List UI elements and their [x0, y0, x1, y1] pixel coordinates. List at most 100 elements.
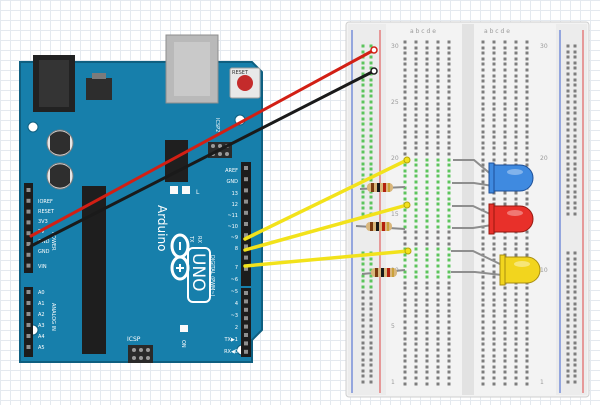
breadboard-hole [566, 285, 570, 289]
breadboard-hole [573, 122, 577, 126]
breadboard-hole [425, 208, 429, 212]
breadboard-hole [369, 290, 373, 294]
breadboard-hole [369, 78, 373, 82]
breadboard-hole [525, 130, 529, 134]
breadboard-hole [425, 40, 429, 44]
breadboard-hole [403, 135, 407, 139]
led-indicator [170, 186, 178, 194]
breadboard-hole [492, 62, 496, 66]
breadboard-hole [525, 90, 529, 94]
breadboard-hole [436, 314, 440, 318]
breadboard-hole [425, 286, 429, 290]
breadboard-hole [361, 195, 365, 199]
breadboard-hole [525, 62, 529, 66]
breadboard-hole [481, 354, 485, 358]
breadboard-hole [573, 111, 577, 115]
breadboard-hole [447, 46, 451, 50]
breadboard-hole [436, 365, 440, 369]
header-pin [244, 333, 248, 337]
pin-label-3v3: 3V3 [38, 219, 48, 225]
breadboard-hole [414, 102, 418, 106]
reset-button[interactable] [237, 75, 253, 91]
breadboard-hole [414, 124, 418, 128]
breadboard-hole [525, 326, 529, 330]
breadboard-hole [436, 270, 440, 274]
breadboard-hole [525, 197, 529, 201]
breadboard-hole [436, 102, 440, 106]
breadboard-hole [566, 44, 570, 48]
breadboard-hole [425, 191, 429, 195]
breadboard-hole [481, 326, 485, 330]
breadboard-hole [481, 163, 485, 167]
breadboard-hole [369, 374, 373, 378]
breadboard-hole [573, 156, 577, 160]
breadboard-hole [481, 320, 485, 324]
breadboard-hole [369, 150, 373, 154]
breadboard-hole [447, 208, 451, 212]
breadboard-hole [492, 247, 496, 251]
breadboard-hole [361, 61, 365, 65]
breadboard-hole [369, 156, 373, 160]
breadboard-hole [503, 354, 507, 358]
breadboard-hole [503, 191, 507, 195]
breadboard-hole [492, 158, 496, 162]
breadboard-hole [425, 174, 429, 178]
breadboard-hole [414, 292, 418, 296]
header-pin [244, 222, 248, 226]
breadboard-hole [566, 55, 570, 59]
breadboard-hole [447, 135, 451, 139]
breadboard-hole [503, 247, 507, 251]
breadboard-hole [566, 128, 570, 132]
breadboard-hole [403, 74, 407, 78]
breadboard-hole [403, 85, 407, 89]
breadboard-hole [447, 309, 451, 313]
breadboard-hole [425, 247, 429, 251]
breadboard-hole [436, 348, 440, 352]
pin-label-2: 2 [235, 325, 238, 331]
breadboard-hole [481, 236, 485, 240]
breadboard-hole [361, 128, 365, 132]
breadboard-hole [403, 348, 407, 352]
breadboard-hole [436, 370, 440, 374]
breadboard-hole [425, 270, 429, 274]
breadboard-hole [436, 186, 440, 190]
breadboard-hole [361, 111, 365, 115]
breadboard-hole [481, 180, 485, 184]
breadboard-hole [492, 236, 496, 240]
breadboard-hole [414, 286, 418, 290]
breadboard-hole [503, 309, 507, 313]
wire-pin7-yellow [243, 249, 410, 268]
breadboard-hole [566, 251, 570, 255]
breadboard-hole [503, 46, 507, 50]
breadboard-hole [566, 307, 570, 311]
breadboard-hole [566, 61, 570, 65]
header-pin [26, 334, 31, 338]
breadboard-hole [481, 219, 485, 223]
breadboard-hole [447, 382, 451, 386]
breadboard-hole [403, 292, 407, 296]
breadboard-hole [447, 130, 451, 134]
column-letters-left: a b c d e [410, 28, 436, 35]
breadboard-hole [414, 242, 418, 246]
breadboard-hole [573, 178, 577, 182]
breadboard-hole [403, 236, 407, 240]
breadboard-hole [566, 352, 570, 356]
breadboard-hole [414, 130, 418, 134]
header-pin [244, 324, 248, 329]
breadboard-hole [447, 57, 451, 61]
breadboard-hole [481, 169, 485, 173]
led-blue [452, 159, 534, 194]
breadboard-hole [525, 79, 529, 83]
breadboard-hole [514, 337, 518, 341]
breadboard-hole [369, 206, 373, 210]
breadboard-hole [573, 94, 577, 98]
breadboard-hole [525, 354, 529, 358]
breadboard-hole [369, 66, 373, 70]
breadboard-hole [436, 40, 440, 44]
breadboard-hole [503, 365, 507, 369]
header-pin [26, 242, 31, 246]
breadboard-hole [492, 40, 496, 44]
breadboard-hole [514, 331, 518, 335]
breadboard-hole [361, 257, 365, 261]
breadboard-hole [447, 242, 451, 246]
